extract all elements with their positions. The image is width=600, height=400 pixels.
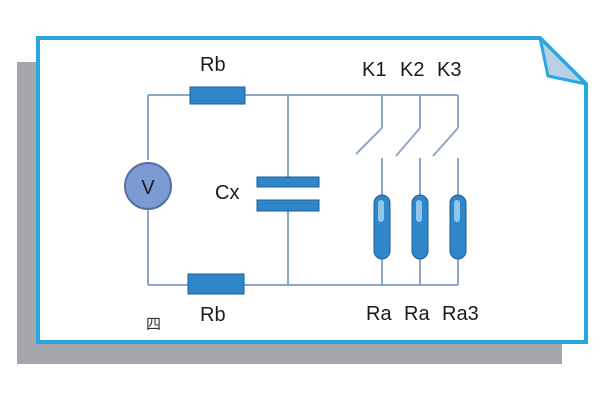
ra-resistor-1 <box>373 194 391 260</box>
resistor-rb-bottom <box>187 273 245 295</box>
capacitor-plate-top <box>256 176 320 188</box>
capacitor-plate-bottom <box>256 199 320 212</box>
switch-k3 <box>432 127 459 157</box>
label-rb-bottom: Rb <box>200 304 226 326</box>
switch-k2 <box>395 127 421 157</box>
label-k1: K1 <box>362 59 386 81</box>
card-fold <box>538 36 588 86</box>
corner-mark: 四 <box>146 316 161 333</box>
label-voltmeter: V <box>141 177 155 199</box>
label-ra-3: Ra3 <box>442 303 479 325</box>
wires <box>147 94 459 286</box>
voltmeter-icon <box>124 162 172 210</box>
label-k3: K3 <box>437 59 461 81</box>
switches <box>355 127 459 157</box>
label-ra-2: Ra <box>404 303 430 325</box>
label-ra-1: Ra <box>366 303 392 325</box>
label-k2: K2 <box>400 59 424 81</box>
label-capacitor: Cx <box>215 182 239 204</box>
ra-resistor-3 <box>449 194 467 260</box>
label-rb-top: Rb <box>200 54 226 76</box>
card-frame <box>36 36 588 344</box>
switch-k1 <box>355 127 383 155</box>
ra-resistor-2 <box>411 194 429 260</box>
resistor-rb-top <box>189 86 246 105</box>
